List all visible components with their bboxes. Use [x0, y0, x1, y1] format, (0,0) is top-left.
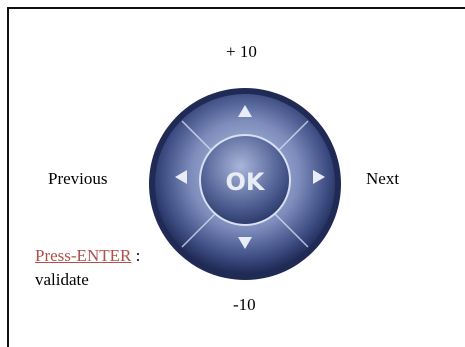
ok-label: OK — [226, 168, 266, 196]
enter-hint: Press-ENTER : validate — [35, 244, 140, 292]
validate-text: validate — [35, 270, 89, 289]
triangle-up-icon — [238, 105, 252, 117]
plus-ten-label: + 10 — [226, 42, 257, 61]
previous-label: Previous — [48, 169, 108, 188]
triangle-left-icon — [175, 170, 187, 184]
minus-ten-label: -10 — [233, 295, 256, 314]
next-label: Next — [366, 169, 400, 188]
ok-button[interactable] — [199, 134, 291, 226]
content-frame — [7, 7, 465, 347]
directional-pad: OK — [147, 86, 343, 282]
triangle-right-icon — [313, 170, 325, 184]
pad-separators — [181, 120, 309, 248]
directional-pad-graphic: OK — [149, 88, 341, 280]
hint-separator: : — [131, 246, 141, 265]
press-enter-link[interactable]: Press-ENTER — [35, 246, 132, 265]
triangle-down-icon — [238, 237, 252, 249]
